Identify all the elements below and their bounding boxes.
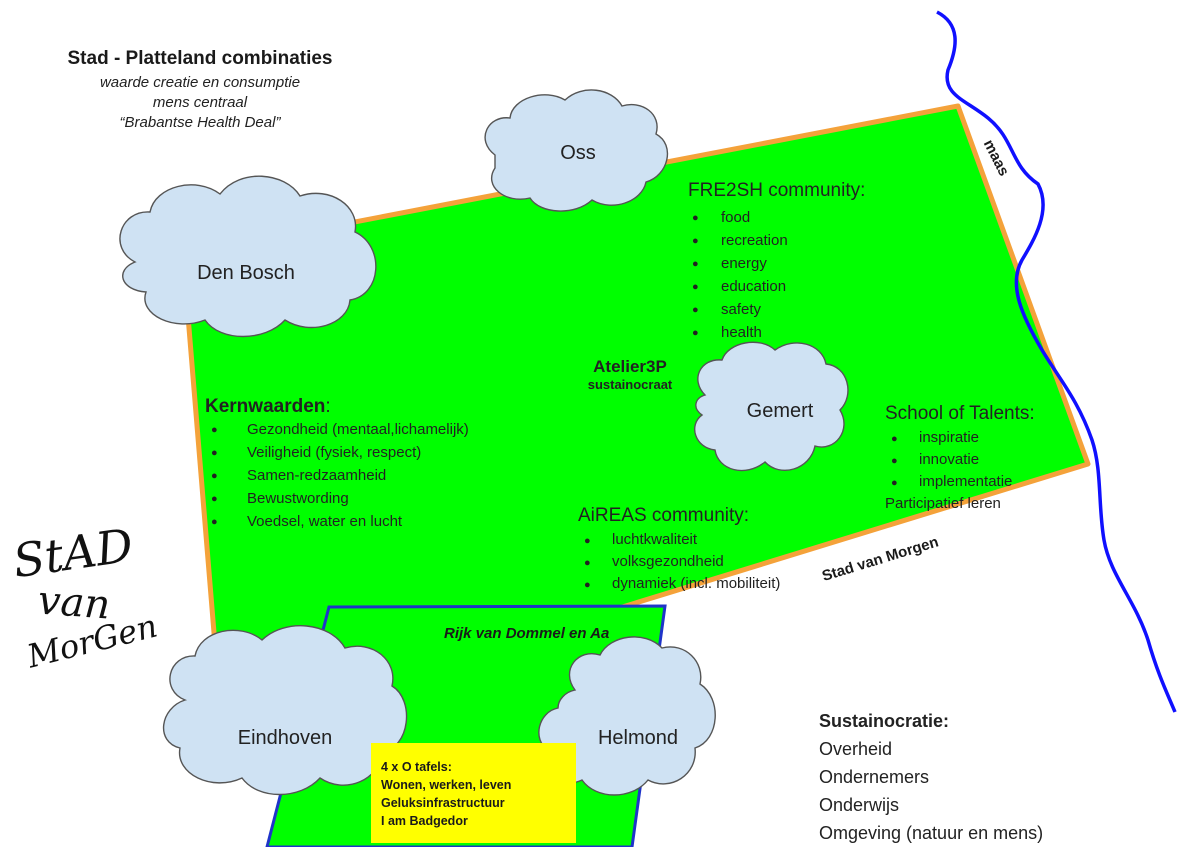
list-item: Veiligheid (fysiek, respect) — [205, 441, 469, 465]
list-item: inspiratie — [885, 427, 1035, 450]
aireas-list: luchtkwaliteit volksgezondheid dynamiek … — [578, 529, 780, 596]
tables-line-4: I am Badgedor — [381, 814, 468, 828]
maas-river — [936, 10, 1177, 713]
cloud-eindhoven — [163, 625, 408, 796]
list-item: Overheid — [819, 739, 893, 759]
list-item: implementatie — [885, 471, 1035, 494]
city-label-gemert: Gemert — [746, 400, 814, 422]
tables-line-1: 4 x O tafels: — [381, 760, 452, 774]
page-title: Stad - Platteland combinaties — [67, 48, 333, 69]
title-block: Stad - Platteland combinaties waarde cre… — [20, 48, 380, 133]
fre2sh-list: food recreation energy education safety … — [688, 206, 865, 345]
atelier-name: Atelier3P — [593, 357, 667, 376]
list-item: Bewustwording — [205, 487, 469, 511]
city-label-oss: Oss — [560, 142, 596, 164]
list-item: food — [688, 206, 865, 230]
school-title: School of Talents: — [885, 403, 1035, 424]
atelier-block: Atelier3P sustainocraat — [560, 357, 700, 392]
fre2sh-block: FRE2SH community: food recreation energy… — [688, 180, 866, 345]
tables-line-2: Wonen, werken, leven — [381, 778, 512, 792]
city-label-helmond: Helmond — [597, 727, 679, 749]
subtitle-line-2: mens centraal — [152, 94, 248, 111]
school-list: inspiratie innovatie implementatie — [885, 427, 1035, 494]
list-item: Omgeving (natuur en mens) — [819, 823, 1044, 843]
sustainocratie-list: Overheid Ondernemers Onderwijs Omgeving … — [819, 735, 1043, 847]
list-item: energy — [688, 252, 865, 276]
list-item: Samen-redzaamheid — [205, 464, 469, 488]
cloud-helmond — [538, 636, 716, 796]
list-item: safety — [688, 298, 865, 322]
cloud-oss — [484, 89, 669, 212]
tables-sticky-note: 4 x O tafels: Wonen, werken, leven Geluk… — [371, 743, 576, 843]
list-item: volksgezondheid — [578, 551, 780, 574]
kernwaarden-list: Gezondheid (mentaal,lichamelijk) Veiligh… — [205, 418, 469, 534]
list-item: recreation — [688, 229, 865, 253]
list-item: dynamiek (incl. mobiliteit) — [578, 573, 780, 596]
sustainocratie-block: Sustainocratie: Overheid Ondernemers Ond… — [819, 707, 1043, 847]
atelier-subtitle: sustainocraat — [587, 377, 673, 392]
aireas-block: AiREAS community: luchtkwaliteit volksge… — [578, 505, 780, 596]
subtitle-line-3: “Brabantse Health Deal” — [119, 114, 281, 131]
list-item: Ondernemers — [819, 767, 930, 787]
aireas-title: AiREAS community: — [578, 505, 750, 526]
logo-line-1: StAD — [9, 517, 137, 589]
kernwaarden-title: Kernwaarden: — [205, 396, 331, 417]
kernwaarden-block: Kernwaarden: Gezondheid (mentaal,lichame… — [205, 396, 469, 534]
city-label-eindhoven: Eindhoven — [237, 727, 333, 749]
school-of-talents-block: School of Talents: inspiratie innovatie … — [885, 403, 1035, 515]
list-item: health — [688, 321, 865, 345]
list-item: Gezondheid (mentaal,lichamelijk) — [205, 418, 469, 442]
school-footer: Participatief leren — [885, 495, 1001, 512]
fre2sh-title: FRE2SH community: — [688, 180, 866, 201]
tables-line-3: Geluksinfrastructuur — [381, 796, 505, 810]
sustainocratie-title: Sustainocratie: — [819, 711, 950, 731]
list-item: Onderwijs — [819, 795, 900, 815]
subtitle-line-1: waarde creatie en consumptie — [99, 74, 301, 91]
list-item: luchtkwaliteit — [578, 529, 780, 552]
list-item: innovatie — [885, 449, 1035, 472]
cloud-den-bosch — [119, 175, 377, 338]
list-item: Voedsel, water en lucht — [205, 510, 469, 534]
stad-van-morgen-logo: StAD van MorGen — [8, 518, 168, 678]
city-label-den-bosch: Den Bosch — [197, 262, 295, 284]
rijk-label: Rijk van Dommel en Aa — [444, 625, 610, 642]
list-item: education — [688, 275, 865, 299]
